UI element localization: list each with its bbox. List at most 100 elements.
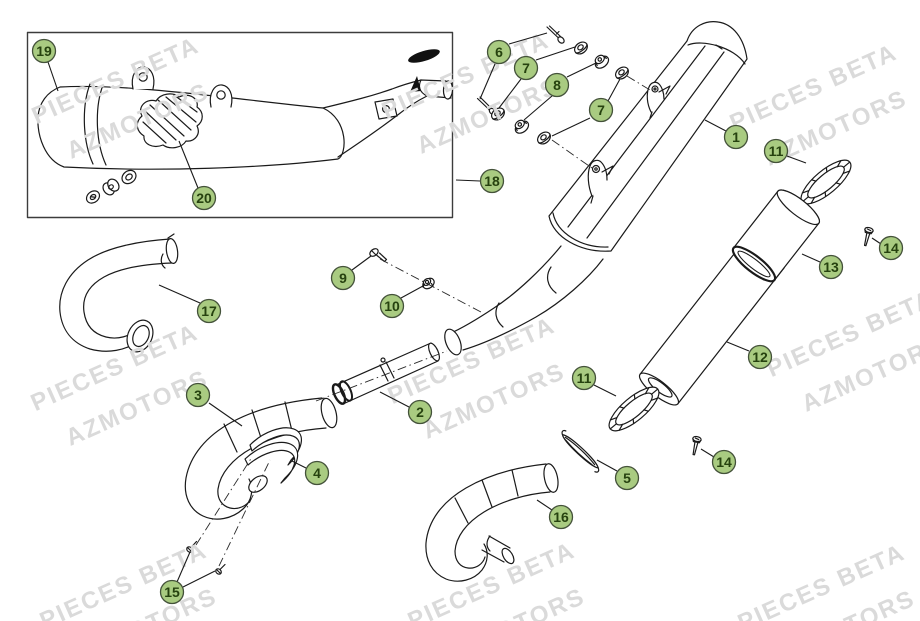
callout-3: 3 xyxy=(185,382,211,408)
callout-number: 2 xyxy=(416,404,424,420)
inset-tab-hole-2 xyxy=(216,90,226,100)
part-silencer xyxy=(444,21,748,356)
washer-icon-d xyxy=(615,66,629,80)
callout-leader-line xyxy=(400,285,424,299)
pipe2-clamp-ring-1 xyxy=(331,383,347,405)
callout-circle xyxy=(711,449,737,475)
pipe16-opening xyxy=(543,463,559,493)
part-flange-half-1 xyxy=(249,427,303,466)
pipe2-mid-clamp xyxy=(379,361,395,382)
washer-icon-c xyxy=(491,107,505,121)
callout-leader-line xyxy=(536,499,553,511)
callout-leader-line xyxy=(700,448,715,458)
callout-leader-line xyxy=(535,46,576,61)
pipe2-edges xyxy=(335,342,439,405)
callout-circle xyxy=(513,55,539,81)
callout-leader-line xyxy=(801,253,821,263)
callout-circle xyxy=(479,168,505,194)
callout-circle xyxy=(185,382,211,408)
callout-circle xyxy=(31,38,57,64)
callout-leader-line xyxy=(593,384,617,397)
callout-number: 11 xyxy=(577,370,592,386)
silencer-body xyxy=(548,21,748,252)
artwork-layer xyxy=(26,21,874,582)
assembly-axis-line xyxy=(551,139,593,169)
callout-1: 1 xyxy=(723,124,749,150)
heat-shield-ribs xyxy=(142,94,198,144)
inset-assembled-silencer xyxy=(26,31,454,219)
callout-9: 9 xyxy=(330,265,356,291)
screw-icon-lower xyxy=(692,435,702,456)
pipe17-clamp xyxy=(160,233,175,269)
part-gasket-upper xyxy=(800,159,852,205)
part-gasket-lower xyxy=(608,386,660,432)
inset-washer xyxy=(121,169,137,185)
part-heat-shield xyxy=(136,93,203,149)
callout-leader-line xyxy=(455,179,481,182)
callout-16: 16 xyxy=(548,504,574,530)
silencer-mount-tab-upper xyxy=(646,81,671,119)
part-coupler-sleeve xyxy=(731,189,820,283)
callout-number: 8 xyxy=(553,77,561,93)
callout-leader-line xyxy=(176,551,191,583)
assembly-axis-line xyxy=(626,75,651,91)
callout-leader-line xyxy=(871,237,882,245)
callout-14: 14 xyxy=(878,235,904,261)
callout-number: 15 xyxy=(164,584,180,600)
assembly-axis-line xyxy=(218,459,271,567)
callout-7: 7 xyxy=(513,55,539,81)
callout-leader-line xyxy=(786,155,807,164)
pipe2-right-end xyxy=(427,342,441,362)
callout-18: 18 xyxy=(479,168,505,194)
bolt-icon-upper xyxy=(546,25,565,44)
callout-leader-line xyxy=(158,284,201,304)
callout-circle xyxy=(330,265,356,291)
callout-leader-line xyxy=(498,78,522,109)
inset-rubber-grommet xyxy=(102,178,120,196)
callout-2: 2 xyxy=(407,399,433,425)
fastener-group xyxy=(476,25,629,145)
silencer-inlet-bend-inner xyxy=(462,258,604,351)
callout-circle xyxy=(747,344,773,370)
callout-circle xyxy=(571,365,597,391)
callout-circle xyxy=(544,72,570,98)
callout-number: 4 xyxy=(313,465,321,481)
callout-leader-line xyxy=(551,117,591,137)
part-header-pipe-front xyxy=(59,233,179,353)
callout-number: 7 xyxy=(522,60,530,76)
callout-leader-line xyxy=(566,62,597,78)
callout-number: 11 xyxy=(769,143,784,159)
callout-11: 11 xyxy=(763,138,789,164)
callout-leader-line xyxy=(508,32,548,45)
callout-20: 20 xyxy=(191,185,217,211)
pipe2-clamp-screw xyxy=(380,357,386,363)
washer-icon-e xyxy=(537,131,551,145)
callout-5: 5 xyxy=(614,465,640,491)
inset-mount-tab-2 xyxy=(209,84,233,108)
callout-number: 17 xyxy=(201,303,217,319)
callout-leader-line xyxy=(704,119,727,132)
callout-7: 7 xyxy=(588,97,614,123)
inset-exit-pipe-top xyxy=(322,79,422,109)
washer-icon-a xyxy=(574,41,588,55)
callout-circle xyxy=(588,97,614,123)
callout-number: 20 xyxy=(196,190,212,206)
callout-leader-line xyxy=(596,459,618,472)
callout-circle xyxy=(407,399,433,425)
callout-17: 17 xyxy=(196,298,222,324)
inset-seam-2 xyxy=(96,84,107,166)
callout-number: 14 xyxy=(883,240,899,256)
callout-circle xyxy=(763,138,789,164)
callout-19: 19 xyxy=(31,38,57,64)
silencer-mount-tab-lower xyxy=(587,159,614,204)
callout-number: 14 xyxy=(716,454,732,470)
silencer-bend-weld-seams xyxy=(495,266,557,328)
callout-circle xyxy=(304,460,330,486)
callout-number: 1 xyxy=(732,129,740,145)
